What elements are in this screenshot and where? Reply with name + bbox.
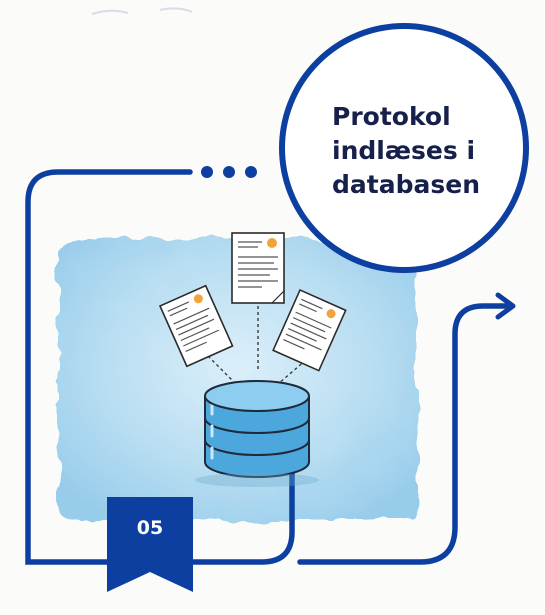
database-shadow	[195, 473, 319, 487]
step-title: Protokol indlæses i databasen	[332, 100, 522, 202]
step-title-line: databasen	[332, 170, 480, 199]
step-title-line: Protokol	[332, 102, 451, 131]
document-icon	[158, 284, 234, 368]
step-number-label: 05	[136, 517, 164, 539]
title-circle	[279, 23, 529, 273]
document-icon	[272, 288, 347, 372]
step-title-line: indlæses i	[332, 136, 476, 165]
bookmark-ribbon-icon	[107, 497, 193, 592]
arrow-right-icon	[495, 292, 516, 320]
decor-mark	[159, 7, 193, 13]
frame-right-line	[297, 303, 509, 565]
ellipsis-icon	[201, 166, 257, 178]
connector-lines	[207, 306, 307, 385]
document-icon	[231, 232, 285, 304]
decor-mark	[91, 9, 129, 15]
database-icon	[204, 380, 310, 478]
frame-left-line	[25, 169, 295, 565]
